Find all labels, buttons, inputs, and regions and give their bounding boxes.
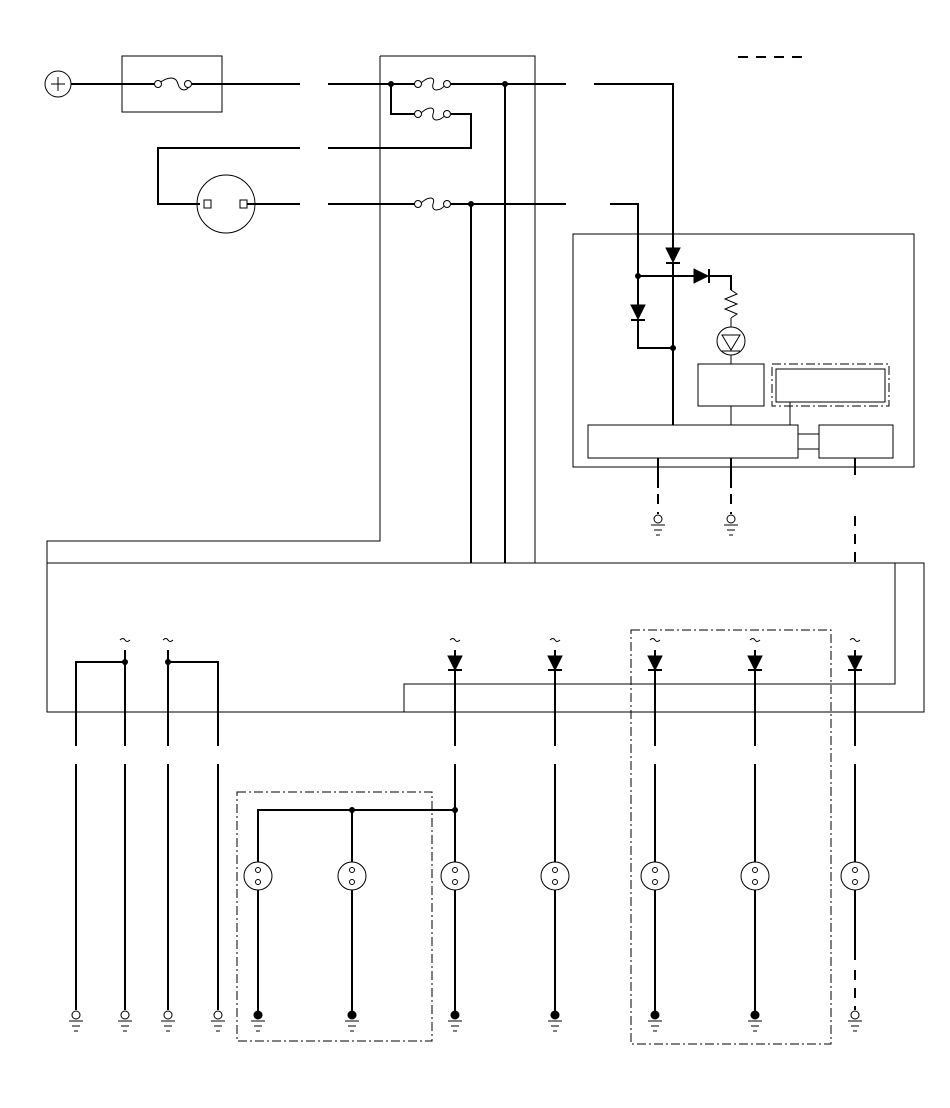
ground-icon <box>648 1010 662 1032</box>
plus-terminal-icon <box>44 70 72 98</box>
lamp-icon <box>740 861 770 891</box>
lamp-icon <box>440 861 470 891</box>
ground-icon <box>118 1010 132 1032</box>
diode-icon <box>630 304 646 321</box>
lamp-icon <box>540 861 570 891</box>
round-switch <box>196 174 256 234</box>
diode-icon <box>547 655 563 672</box>
fuse-junction-2 <box>414 107 451 121</box>
junction-box <box>380 55 536 563</box>
ground-icon <box>161 1010 175 1032</box>
resistor-icon <box>723 289 739 319</box>
module-block-small <box>697 363 765 407</box>
control-module <box>572 233 915 468</box>
ground-icon <box>548 1010 562 1032</box>
diode-icon <box>747 655 763 672</box>
ground-icon <box>251 1010 265 1032</box>
lamp-icon <box>337 861 367 891</box>
fuse-main <box>154 77 192 91</box>
ground-icon <box>448 1010 462 1032</box>
diode-icon <box>693 268 710 284</box>
lower-junction-box <box>46 562 925 713</box>
ground-icon <box>345 1010 359 1032</box>
module-bus-block <box>587 424 799 459</box>
optional-block-outline <box>771 363 890 407</box>
lamp-group-outline-right <box>630 629 832 1045</box>
ground-symbols <box>69 514 862 1032</box>
ground-icon <box>651 514 665 536</box>
ground-icon <box>69 1010 83 1032</box>
ground-icon <box>848 1010 862 1032</box>
fuse-junction-1 <box>414 77 451 91</box>
diode-icon <box>665 247 681 264</box>
lamp-icon <box>640 861 670 891</box>
ground-icon <box>211 1010 225 1032</box>
module-output-block <box>818 424 894 459</box>
led-icon <box>716 326 746 356</box>
connector-marks <box>119 638 861 642</box>
diode-icon <box>847 655 863 672</box>
lamp-icon <box>840 861 870 891</box>
ground-icon <box>748 1010 762 1032</box>
lamp-group-outline-left <box>236 791 433 1042</box>
diode-icon <box>447 655 463 672</box>
ground-icon <box>724 514 738 536</box>
fuse-junction-3 <box>414 197 451 211</box>
diode-icon <box>647 655 663 672</box>
lamp-icon <box>243 861 273 891</box>
optional-block <box>775 368 886 403</box>
